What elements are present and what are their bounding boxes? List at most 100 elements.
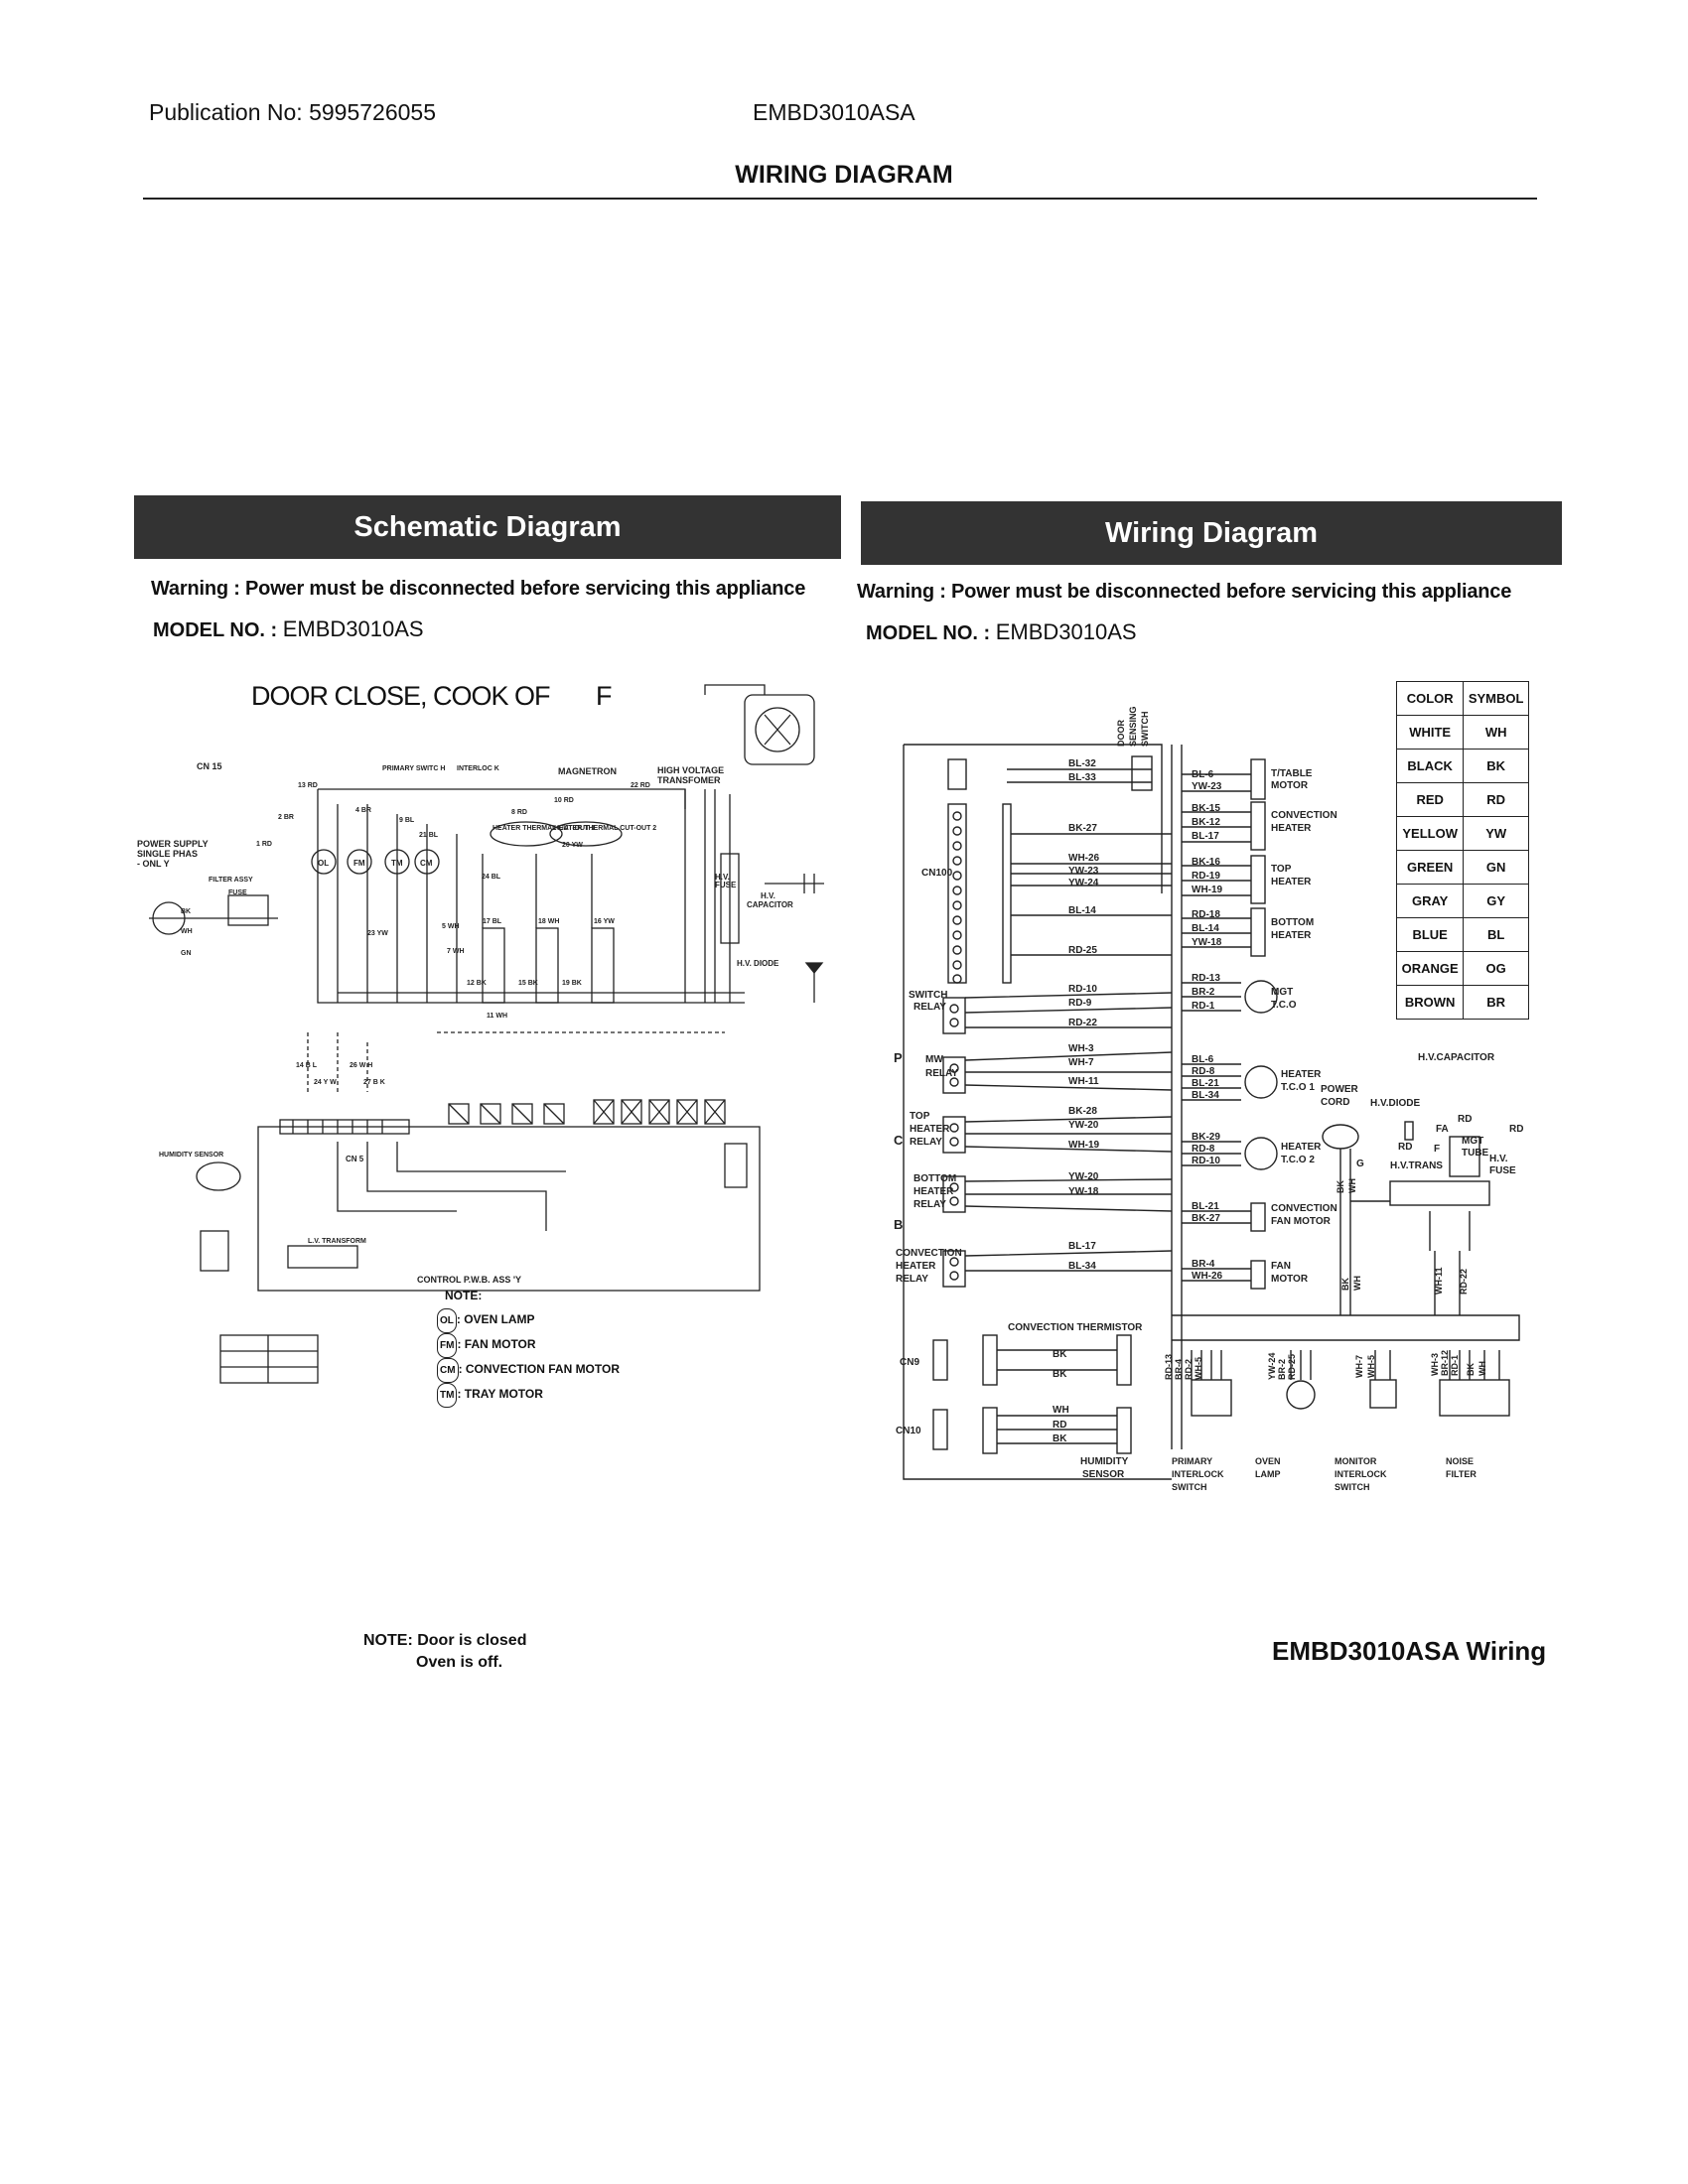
wiring-warning: Warning : Power must be disconnected bef… [857,581,1511,604]
bottom-wire: BR-4 [1174,1359,1184,1380]
label-wh: WH [1352,1276,1362,1291]
label-hv-fuse: H.V. [1489,1154,1508,1164]
label-hv-capacitor-1: H.V. [761,891,775,900]
component-wire: BK-15 [1192,803,1220,814]
label-filter-assy: FILTER ASSY [209,877,253,884]
legend-color: ORANGE [1395,951,1465,986]
legend-symbol: GN [1463,850,1529,885]
state-title-text: DOOR CLOSE, COOK OF [251,681,551,711]
mid-wire: BK [1053,1433,1067,1444]
label-conv-heater-relay: HEATER [896,1261,936,1272]
bottom-wire: BR-12 [1440,1350,1450,1376]
wire-label: 14 B L [296,1062,318,1069]
component-label: T.C.O 2 [1281,1155,1315,1165]
component-label: CONVECTION [1271,1203,1337,1214]
legend-header: COLOR SYMBOL [1395,681,1529,716]
mid-wire: WH-19 [1068,1140,1100,1151]
mid-wire: BK-27 [1068,823,1097,834]
label-conv-heater-relay: RELAY [896,1274,928,1285]
mid-wire: YW-23 [1068,866,1099,877]
legend-color: BLUE [1395,917,1465,952]
legend-color: BROWN [1395,985,1465,1020]
component-label: HEATER [1281,1142,1322,1153]
mid-wire: BK-28 [1068,1106,1097,1117]
mid-wire: WH-26 [1068,853,1100,864]
wire-label: 11 WH [487,1013,507,1020]
label-fuse: FUSE [228,889,247,896]
wiring-banner: Wiring Diagram [861,501,1562,565]
component-wire: BL-34 [1192,1090,1219,1101]
label-mgt-tube: TUBE [1462,1148,1489,1159]
schematic-state-title: DOOR CLOSE, COOK OF [251,681,551,712]
component-label: HEATER [1271,823,1312,834]
label-mw-relay: MW [925,1054,943,1065]
wiring-footer: EMBD3010ASA Wiring [1272,1636,1547,1666]
bottom-wire: BK [1466,1363,1476,1376]
bottom-label: INTERLOCK [1172,1469,1224,1479]
wire-label: 23 YW [367,930,388,937]
label-conv-heater-relay: CONVECTION [896,1248,962,1259]
bottom-label: SWITCH [1335,1482,1370,1492]
wiring-diagram: BL-6 YW-23 T/TABLE MOTOR BK-15 BK-12 BL-… [894,706,1523,1492]
wiring-warning-text: Power must be disconnected before servic… [951,581,1512,603]
schematic-warning-text: Power must be disconnected before servic… [245,578,806,600]
note-list: OL: OVEN LAMP FM: FAN MOTOR CM: CONVECTI… [437,1308,620,1408]
schematic-banner-title: Schematic Diagram [353,511,622,543]
bottom-wire: WH-3 [1430,1353,1440,1376]
bottom-label: NOISE [1446,1456,1474,1466]
label-interlock: INTERLOC K [457,765,499,772]
note-text: : TRAY MOTOR [457,1387,543,1401]
schematic-model-value: EMBD3010AS [282,616,424,641]
mid-wire: BL-34 [1068,1261,1096,1272]
component-label: HEATER [1271,877,1312,887]
schematic-banner: Schematic Diagram [134,495,841,559]
component-wire: RD-1 [1192,1001,1215,1012]
header-divider [143,198,1537,200]
component-label: CONVECTION [1271,810,1337,821]
component-label: MOTOR [1271,1274,1309,1285]
label-door-sensing: SENSING [1128,706,1138,747]
wiring-model: MODEL NO. : EMBD3010AS [866,619,1137,645]
label-heater-tco1: HEATER THERMAL CUT-OUT 1 [492,825,595,832]
bottom-wire: BR-2 [1277,1359,1287,1380]
note-title: NOTE: [445,1289,483,1302]
label-switch-relay: RELAY [914,1002,946,1013]
label-conv-thermistor: CONVECTION THERMISTOR [1008,1322,1143,1333]
component-wire: BL-14 [1192,923,1219,934]
component-label: HEATER [1281,1069,1322,1080]
wire-label: 19 BK [562,980,582,987]
component-label: T/TABLE [1271,768,1313,779]
label-rd: RD [1458,1114,1472,1125]
component-label: MGT [1271,987,1293,998]
note-text: : OVEN LAMP [456,1312,535,1326]
legend-color: RED [1395,782,1465,817]
schematic-footnote-1: NOTE: Door is closed [363,1632,527,1649]
legend-color: GRAY [1395,884,1465,918]
label-cn9: CN9 [900,1357,919,1368]
schematic-warning: Warning : Power must be disconnected bef… [151,578,805,601]
label-control-pwb: CONTROL P.W.B. ASS 'Y [417,1275,521,1285]
wire-label: 20 YW [562,842,583,849]
bottom-wire: RD-1 [1450,1355,1460,1376]
component-wire: RD-19 [1192,871,1220,882]
label-top-heater-relay: RELAY [910,1137,942,1148]
label-hv-transformer-1: HIGH VOLTAGE [657,765,724,775]
label-wh11: WH-11 [1434,1267,1444,1295]
label-bottom-heater-relay: BOTTOM [914,1173,956,1184]
label-heater-tco2: HEATER THERMAL CUT-OUT 2 [554,825,656,832]
component-label: FAN [1271,1261,1291,1272]
component-label: FAN MOTOR [1271,1216,1332,1227]
component-wire: BR-2 [1192,987,1215,998]
component-wire: RD-8 [1192,1066,1215,1077]
label-b: B [894,1217,903,1232]
component-wire: BL-17 [1192,831,1219,842]
bottom-wire: WH [1477,1361,1487,1376]
component-wire: YW-18 [1192,937,1222,948]
bottom-wire: WH-5 [1366,1355,1376,1378]
